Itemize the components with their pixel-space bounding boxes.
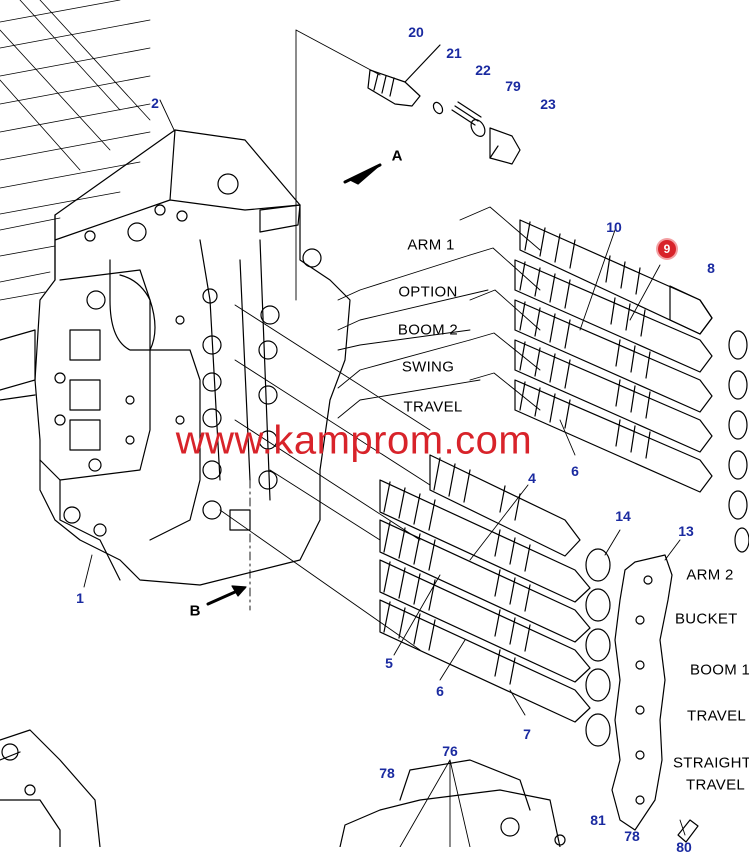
part-number-6-lower[interactable]: 6 bbox=[436, 683, 444, 699]
part-number-8[interactable]: 8 bbox=[707, 260, 715, 276]
part-number-1[interactable]: 1 bbox=[76, 590, 84, 606]
lower-spool-stack bbox=[379, 454, 611, 747]
part-number-21[interactable]: 21 bbox=[446, 45, 462, 61]
part-number-7[interactable]: 7 bbox=[523, 726, 531, 742]
top-left-grid-lines bbox=[0, 0, 151, 301]
label-travel-lower: TRAVEL bbox=[687, 707, 747, 725]
highlighted-part-9[interactable]: 9 bbox=[658, 240, 676, 258]
label-straight-travel: TRAVEL bbox=[686, 776, 746, 794]
part-number-20[interactable]: 20 bbox=[408, 24, 424, 40]
relief-valve-assembly bbox=[367, 44, 521, 165]
label-travel-upper: TRAVEL bbox=[403, 398, 463, 416]
label-boom-2: BOOM 2 bbox=[397, 321, 459, 339]
part-number-5[interactable]: 5 bbox=[385, 655, 393, 671]
part-number-76[interactable]: 76 bbox=[442, 743, 458, 759]
part-number-78-bottom[interactable]: 78 bbox=[624, 828, 640, 844]
label-swing: SWING bbox=[401, 358, 455, 376]
label-boom-1: BOOM 1 bbox=[690, 661, 749, 679]
label-bucket: BUCKET bbox=[675, 610, 738, 628]
part-number-4[interactable]: 4 bbox=[528, 470, 536, 486]
part-number-22[interactable]: 22 bbox=[475, 62, 491, 78]
bottom-assemblies bbox=[0, 729, 566, 848]
main-valve-body bbox=[0, 129, 351, 586]
part-number-23[interactable]: 23 bbox=[540, 96, 556, 112]
view-marker-a: A bbox=[391, 147, 403, 165]
end-cap-plate bbox=[611, 554, 699, 843]
part-number-10[interactable]: 10 bbox=[606, 219, 622, 235]
part-number-14[interactable]: 14 bbox=[615, 508, 631, 524]
part-number-13[interactable]: 13 bbox=[678, 523, 694, 539]
part-number-79[interactable]: 79 bbox=[505, 78, 521, 94]
view-arrows bbox=[206, 163, 382, 606]
part-number-2[interactable]: 2 bbox=[151, 95, 159, 111]
label-arm-1: ARM 1 bbox=[407, 236, 455, 254]
label-option: OPTION bbox=[398, 283, 458, 301]
label-straight: STRAIGHT bbox=[673, 754, 749, 772]
part-number-78-left[interactable]: 78 bbox=[379, 765, 395, 781]
watermark: www.kamprom.com bbox=[175, 418, 533, 463]
part-number-81[interactable]: 81 bbox=[590, 812, 606, 828]
part-number-6-upper[interactable]: 6 bbox=[571, 463, 579, 479]
upper-spool-stack bbox=[514, 219, 749, 553]
view-marker-b: B bbox=[189, 602, 201, 620]
leader-lines bbox=[83, 29, 686, 848]
label-arm-2: ARM 2 bbox=[686, 566, 734, 584]
